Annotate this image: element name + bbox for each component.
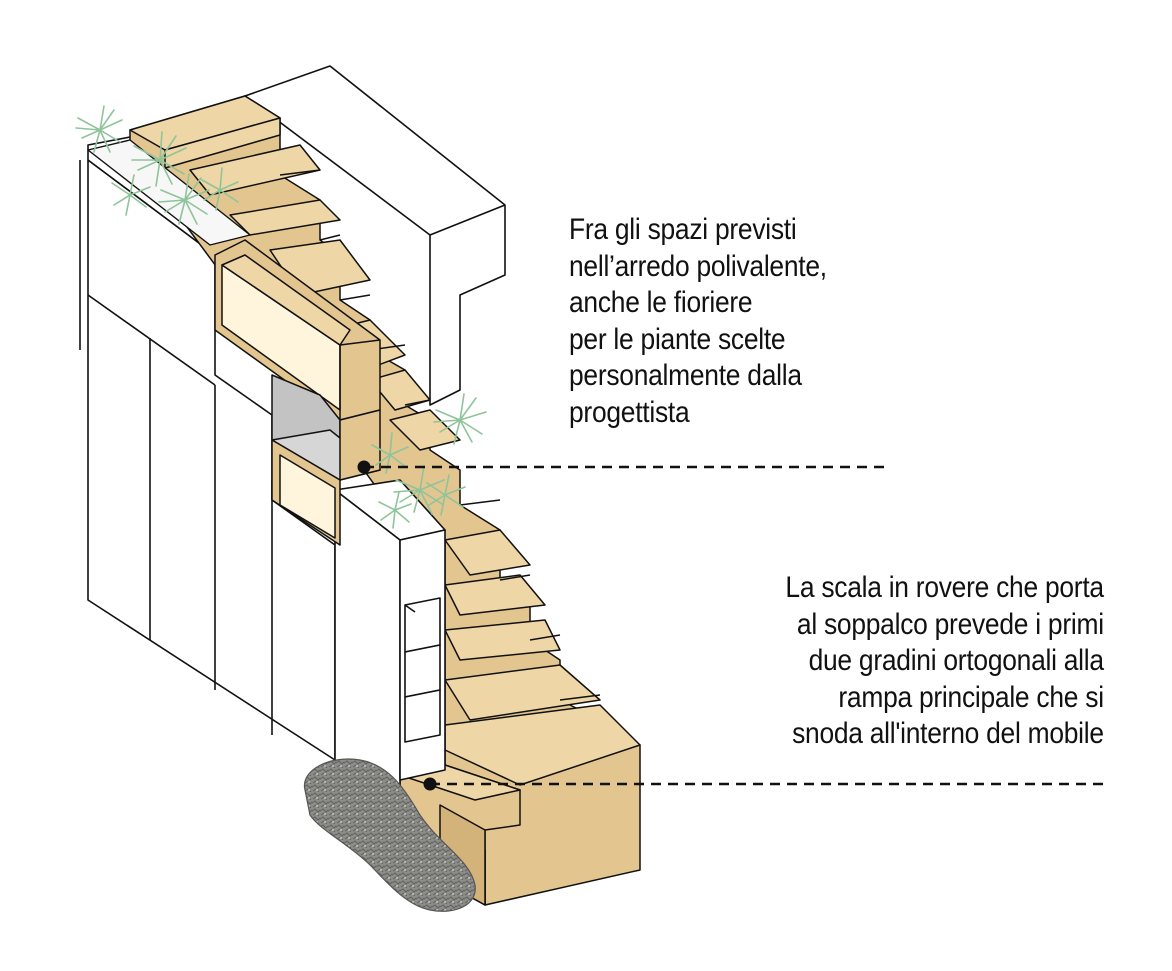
leader-line-planter [357,460,890,474]
caption-line: al soppalco prevede i primi [797,607,1104,641]
caption-line: snoda all'interno del mobile [792,717,1104,750]
back-wall [244,65,506,406]
caption-line: rampa principale che si [838,680,1105,714]
oak-shelf-box [214,239,381,421]
oak-lower-box [271,439,341,546]
caption-staircase: La scala in rovere che porta al soppalco… [785,570,1105,753]
caption-line: due gradini ortogonali alla [808,644,1104,677]
caption-line: per le piante scelte [569,322,786,356]
plant-icon [75,105,487,529]
leader-dot-icon [423,777,437,791]
caption-line: Fra gli spazi previsti [569,213,797,246]
caption-line: progettista [569,395,690,429]
leader-dot-icon [357,460,371,474]
caption-planters: Fra gli spazi previsti nell’arredo poliv… [569,212,827,431]
leader-line-stairs [423,777,1105,791]
caption-line: personalmente dalla [569,359,802,392]
stone-icon [303,758,476,912]
caption-line: nell’arredo polivalente, [569,249,827,283]
caption-line: La scala in rovere che porta [785,571,1105,604]
caption-line: anche le fioriere [569,286,753,319]
white-column [334,479,446,801]
